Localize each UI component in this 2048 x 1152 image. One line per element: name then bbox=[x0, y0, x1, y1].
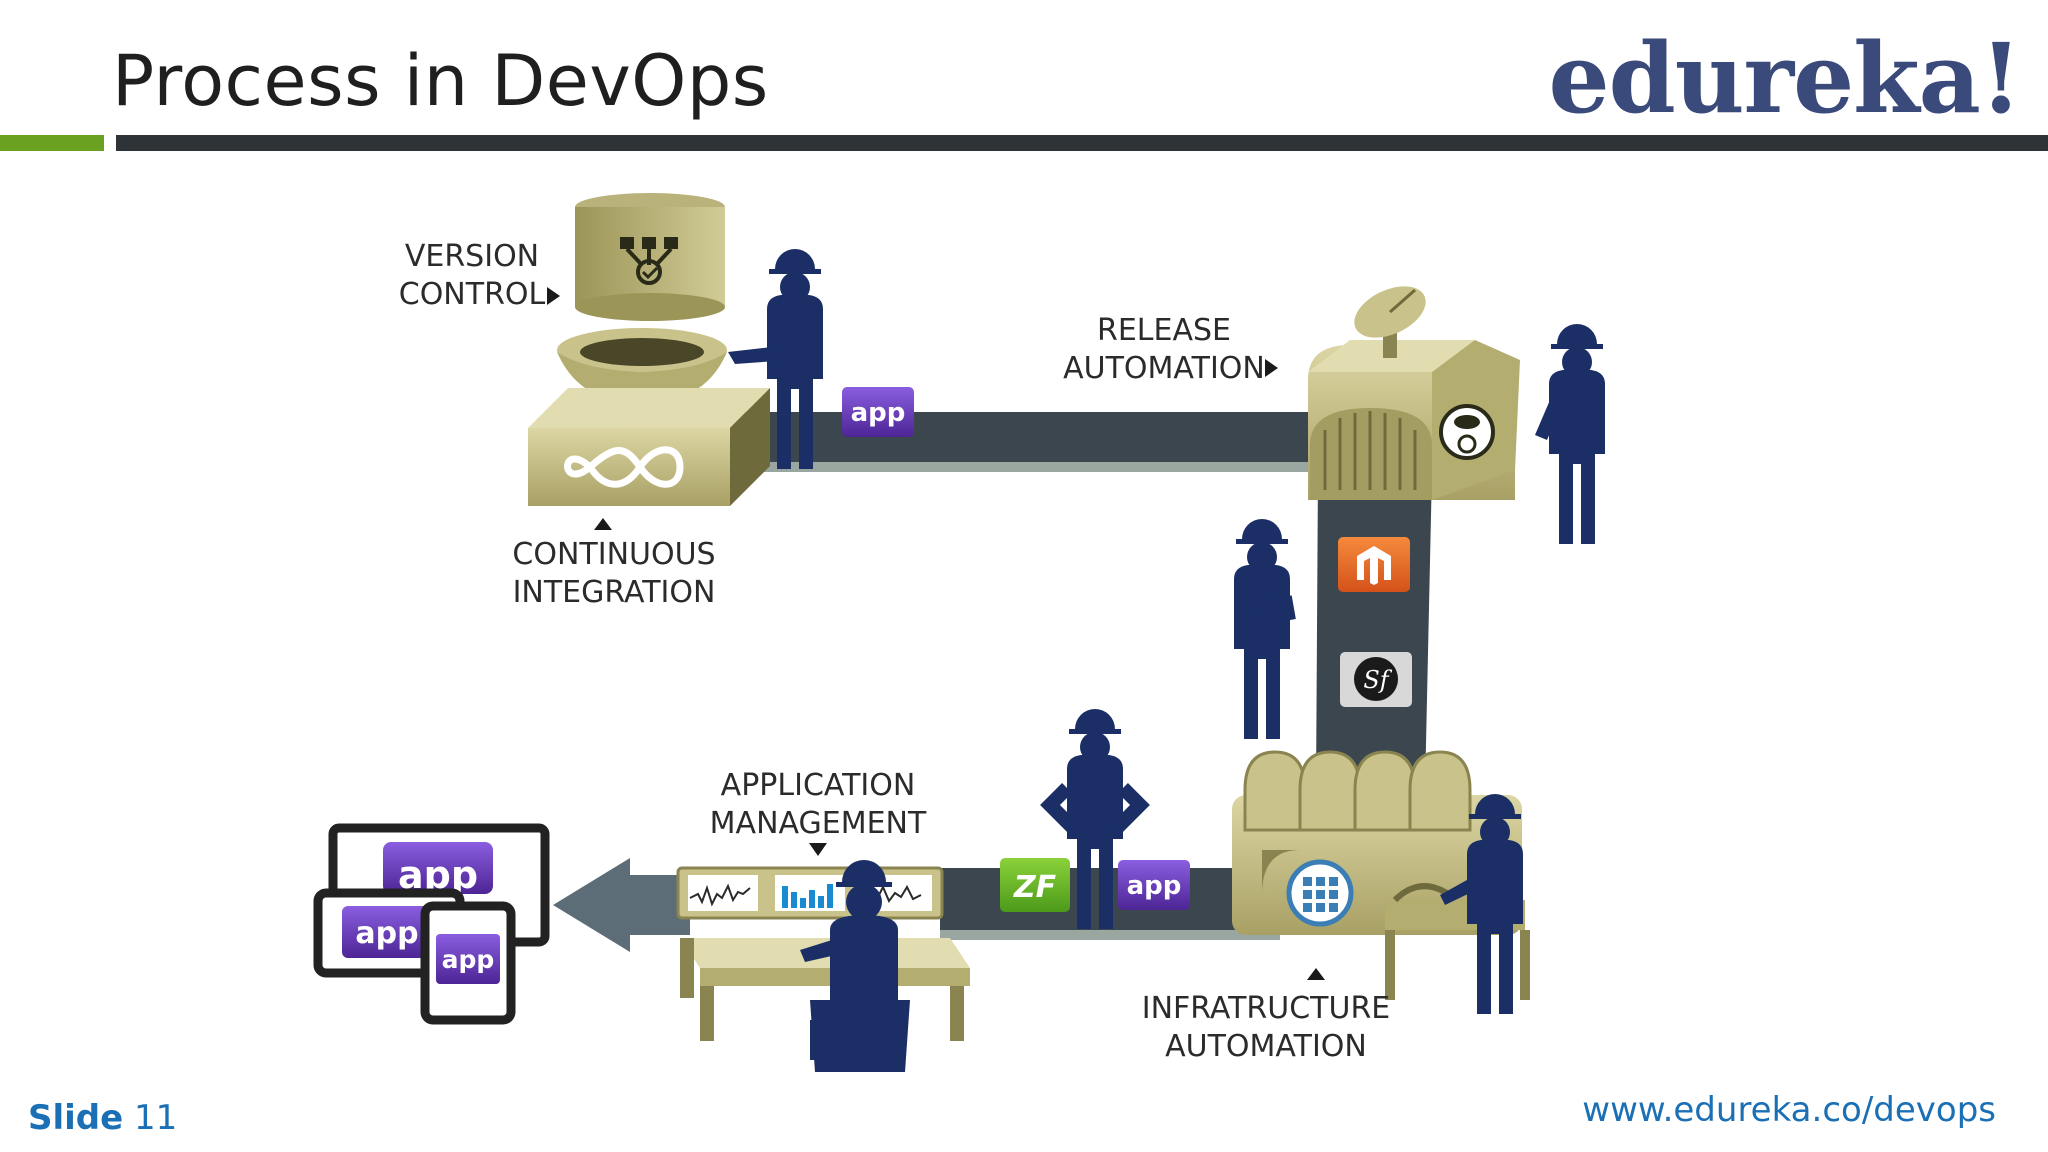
worker-desk bbox=[800, 860, 910, 1072]
cloud-deploy-icon bbox=[1439, 404, 1495, 460]
tablet-app-label: app bbox=[355, 916, 418, 951]
title-rule bbox=[116, 135, 2048, 151]
svg-text:AUTOMATION: AUTOMATION bbox=[1165, 1029, 1367, 1064]
svg-text:CONTINUOUS: CONTINUOUS bbox=[512, 537, 715, 572]
svg-text:Sf: Sf bbox=[1363, 666, 1392, 694]
svg-text:INFRATRUCTURE: INFRATRUCTURE bbox=[1142, 991, 1391, 1026]
release-automation-building bbox=[1308, 340, 1520, 500]
devices-group: app app app bbox=[313, 823, 550, 1025]
satellite-dish-icon bbox=[1354, 286, 1426, 358]
svg-text:VERSION: VERSION bbox=[405, 239, 539, 274]
version-control-machine bbox=[528, 193, 770, 506]
pointer-arrow-icon bbox=[1307, 968, 1325, 980]
conveyor-top bbox=[700, 412, 1320, 462]
svg-text:INTEGRATION: INTEGRATION bbox=[513, 575, 716, 610]
svg-text:AUTOMATION: AUTOMATION bbox=[1063, 351, 1265, 386]
svg-text:ZF: ZF bbox=[1013, 870, 1057, 905]
svg-text:RELEASE: RELEASE bbox=[1097, 313, 1231, 348]
label-infrastructure-automation: INFRATRUCTURE AUTOMATION bbox=[1142, 968, 1391, 1064]
svg-text:app: app bbox=[851, 398, 906, 428]
svg-text:APPLICATION: APPLICATION bbox=[721, 768, 916, 803]
label-continuous-integration: CONTINUOUS INTEGRATION bbox=[512, 518, 716, 610]
app-badge-top: app bbox=[842, 387, 914, 437]
conveyor-vertical bbox=[1316, 470, 1432, 790]
label-release-automation: RELEASE AUTOMATION bbox=[1063, 313, 1278, 386]
footer-url-link[interactable]: www.edureka.co/devops bbox=[1582, 1090, 1996, 1130]
slide-word: Slide bbox=[28, 1098, 124, 1138]
worker-release bbox=[1549, 324, 1605, 544]
label-application-management: APPLICATION MANAGEMENT bbox=[710, 768, 927, 856]
label-version-control: VERSION CONTROL bbox=[399, 239, 560, 312]
slide-number-value: 11 bbox=[134, 1098, 178, 1138]
svg-text:CONTROL: CONTROL bbox=[399, 277, 546, 312]
magento-icon bbox=[1338, 537, 1410, 592]
phone-app-label: app bbox=[442, 945, 495, 974]
svg-text:MANAGEMENT: MANAGEMENT bbox=[710, 806, 927, 841]
infinity-icon bbox=[564, 446, 684, 488]
symfony-icon: Sf bbox=[1340, 652, 1412, 707]
pointer-arrow-icon bbox=[547, 287, 560, 305]
slide-title: Process in DevOps bbox=[112, 40, 769, 122]
version-tree-icon bbox=[620, 237, 678, 285]
pointer-arrow-icon bbox=[594, 518, 612, 530]
grid-globe-icon bbox=[1286, 859, 1354, 927]
pointer-arrow-icon bbox=[809, 843, 827, 856]
edureka-logo: edureka! bbox=[1548, 22, 2022, 135]
app-badge-bottom: app bbox=[1118, 860, 1190, 910]
pointer-arrow-icon bbox=[1265, 359, 1278, 377]
title-rule-accent bbox=[0, 135, 104, 151]
output-arrow bbox=[553, 858, 690, 952]
svg-text:app: app bbox=[1127, 871, 1182, 901]
slide-number: Slide 11 bbox=[28, 1098, 177, 1138]
worker-tablet bbox=[1234, 519, 1290, 739]
zend-icon: ZF bbox=[1000, 858, 1070, 912]
